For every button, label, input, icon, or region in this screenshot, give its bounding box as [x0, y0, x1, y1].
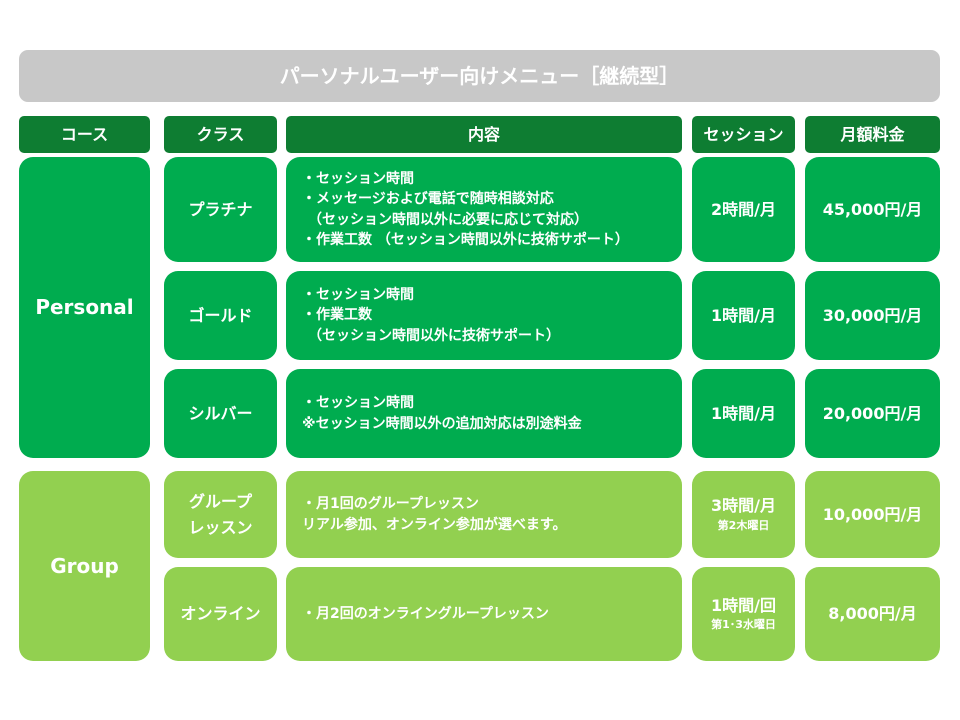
- content-line: （セッション時間以外に技術サポート）: [308, 327, 560, 344]
- price-platinum: 45,000円/月: [805, 157, 940, 262]
- content-group-lesson: ・月1回のグループレッスン リアル参加、オンライン参加が選べます。: [286, 471, 682, 558]
- content-gold: ・セッション時間 ・作業工数 （セッション時間以外に技術サポート）: [286, 271, 682, 360]
- price-value: 30,000円/月: [822, 305, 923, 325]
- class-platinum: プラチナ: [164, 157, 277, 262]
- price-group-lesson: 10,000円/月: [805, 471, 940, 558]
- course-group: Group: [19, 471, 150, 661]
- content-line: ・セッション時間: [302, 287, 414, 304]
- class-label: ゴールド: [188, 305, 253, 325]
- price-value: 45,000円/月: [822, 199, 923, 219]
- price-value: 10,000円/月: [822, 504, 923, 524]
- course-personal: Personal: [19, 157, 150, 458]
- content-line: ・月2回のオンライングループレッスン: [302, 605, 549, 622]
- content-platinum: ・セッション時間 ・メッセージおよび電話で随時相談対応 （セッション時間以外に必…: [286, 157, 682, 262]
- content-line: ・セッション時間: [302, 170, 414, 187]
- content-line: ・作業工数 （セッション時間以外に技術サポート）: [302, 231, 629, 248]
- price-online: 8,000円/月: [805, 567, 940, 661]
- price-gold: 30,000円/月: [805, 271, 940, 360]
- class-silver: シルバー: [164, 369, 277, 458]
- header-course: コース: [19, 116, 150, 153]
- session-gold: 1時間/月: [692, 271, 795, 360]
- session-note: 第1･3水曜日: [711, 618, 776, 632]
- session-note: 第2木曜日: [717, 518, 770, 532]
- header-session: セッション: [692, 116, 795, 153]
- content-line: ・月1回のグループレッスン: [302, 496, 479, 513]
- class-label: オンライン: [180, 604, 261, 624]
- session-platinum: 2時間/月: [692, 157, 795, 262]
- price-value: 8,000円/月: [828, 604, 917, 624]
- content-line: （セッション時間以外に必要に応じて対応）: [308, 211, 588, 228]
- class-gold: ゴールド: [164, 271, 277, 360]
- session-value: 2時間/月: [711, 199, 776, 219]
- content-line: ・セッション時間: [302, 395, 414, 412]
- header-class: クラス: [164, 116, 277, 153]
- session-value: 1時間/月: [711, 305, 776, 325]
- session-online: 1時間/回 第1･3水曜日: [692, 567, 795, 661]
- content-line: リアル参加、オンライン参加が選べます。: [302, 516, 567, 533]
- class-label: グループ: [188, 491, 253, 511]
- session-value: 1時間/月: [711, 403, 776, 423]
- content-online: ・月2回のオンライングループレッスン: [286, 567, 682, 661]
- session-value: 3時間/月: [711, 496, 776, 516]
- class-label: シルバー: [188, 403, 253, 423]
- price-silver: 20,000円/月: [805, 369, 940, 458]
- session-silver: 1時間/月: [692, 369, 795, 458]
- page-title: パーソナルユーザー向けメニュー［継続型］: [19, 50, 940, 102]
- class-group-lesson: グループ レッスン: [164, 471, 277, 558]
- session-group-lesson: 3時間/月 第2木曜日: [692, 471, 795, 558]
- session-value: 1時間/回: [711, 595, 776, 615]
- content-line: ※セッション時間以外の追加対応は別途料金: [302, 415, 582, 432]
- content-line: ・作業工数: [302, 307, 372, 324]
- header-price: 月額料金: [805, 116, 940, 153]
- content-silver: ・セッション時間 ※セッション時間以外の追加対応は別途料金: [286, 369, 682, 458]
- class-online: オンライン: [164, 567, 277, 661]
- header-content: 内容: [286, 116, 682, 153]
- class-label: プラチナ: [188, 199, 253, 219]
- class-label: レッスン: [188, 517, 253, 537]
- content-line: ・メッセージおよび電話で随時相談対応: [302, 191, 554, 208]
- price-value: 20,000円/月: [822, 403, 923, 423]
